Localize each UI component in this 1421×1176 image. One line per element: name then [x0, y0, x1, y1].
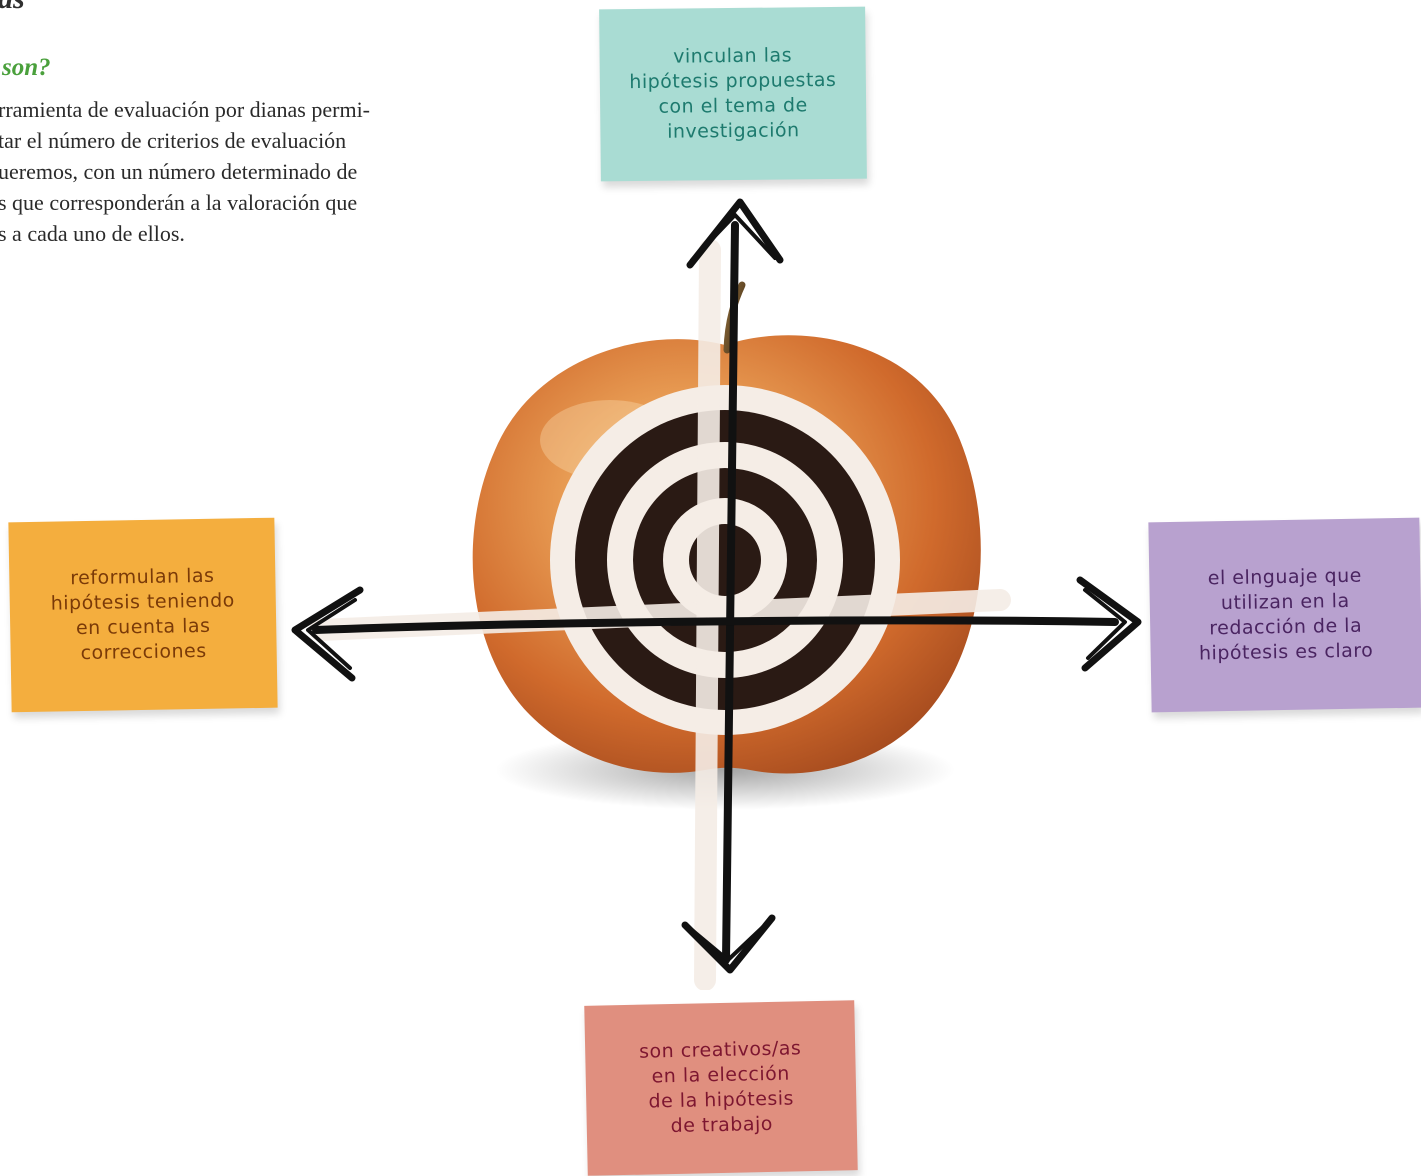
note-line: hipótesis es claro — [1198, 639, 1374, 665]
vertical-arrow — [681, 198, 784, 974]
note-line: con el tema de — [658, 94, 808, 118]
sticky-note-left: Reformulan las hipótesis teniendo en cue… — [8, 517, 278, 713]
note-line: Reformulan las — [70, 564, 215, 590]
intro-line: ueremos, con un número determinado de — [0, 159, 358, 184]
note-line: de la hipótesis — [648, 1087, 795, 1113]
note-line: Son creativos/as — [638, 1037, 802, 1063]
sticky-note-top: Vinculan las hipótesis propuestas con el… — [599, 6, 867, 182]
note-line: de trabajo — [670, 1112, 774, 1138]
note-line: en cuenta las — [75, 614, 211, 640]
intro-line: tar el número de criterios de evaluación — [0, 128, 347, 153]
intro-paragraph: rramienta de evaluación por dianas permi… — [0, 94, 498, 249]
note-line: redacción de la — [1209, 614, 1363, 640]
apple-target-illustration — [291, 198, 1142, 990]
horizontal-arrow — [291, 576, 1142, 682]
note-line: Vinculan las — [673, 44, 793, 68]
note-line: correcciones — [80, 639, 207, 665]
intro-line: s a cada uno de ellos. — [0, 221, 185, 246]
intro-line: rramienta de evaluación por dianas permi… — [0, 97, 371, 122]
section-heading: as — [0, 0, 25, 16]
sticky-note-bottom: Son creativos/as en la elección de la hi… — [584, 1000, 858, 1176]
note-line: hipótesis teniendo — [50, 589, 236, 615]
note-line: hipótesis propuestas — [629, 68, 837, 94]
intro-line: s que corresponderán a la valoración que — [0, 190, 358, 215]
section-subheading: son? — [2, 54, 51, 81]
note-line: utilizan en la — [1220, 589, 1350, 615]
note-line: investigación — [667, 119, 800, 143]
target — [550, 385, 900, 735]
sticky-note-right: El elnguaje que utilizan en la redacción… — [1148, 517, 1421, 713]
note-line: El elnguaje que — [1207, 564, 1363, 590]
note-line: en la elección — [651, 1062, 791, 1088]
